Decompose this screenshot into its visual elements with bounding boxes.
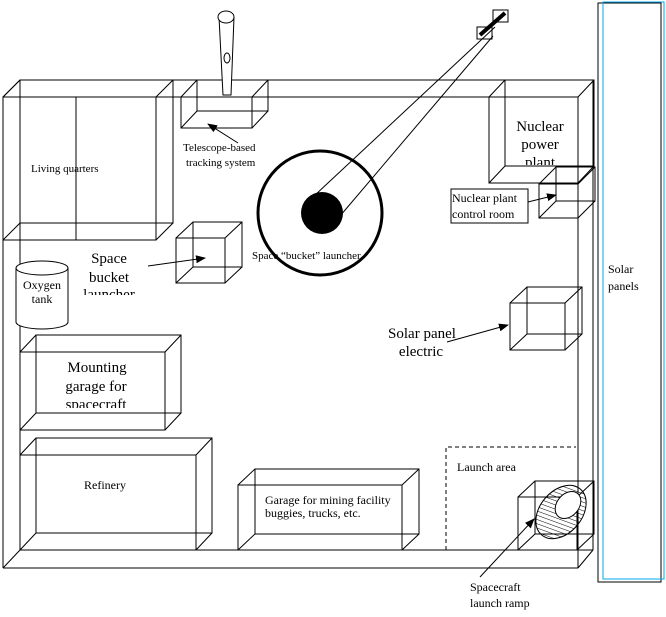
nuclear-plant-label-line2: power — [521, 137, 559, 153]
mounting-garage-label-line2: garage for — [65, 379, 126, 395]
space-bucket-label-clip: launcher — [83, 287, 135, 303]
solar-electric-box-outline — [509, 286, 583, 351]
solar-electric-label-line1: Solar panel — [388, 326, 456, 342]
living-quarters-box — [2, 79, 174, 241]
mounting-garage-box — [19, 334, 182, 431]
mounting-garage-label-line1: Mounting — [67, 360, 127, 376]
arrow-icon — [446, 323, 509, 343]
nuclear-plant-box-outline — [488, 79, 595, 184]
oxygen-tank-label-line1: Oxygen — [23, 278, 61, 292]
space-bucket-box — [175, 221, 243, 284]
launch-ramp-box — [517, 480, 595, 551]
nuclear-plant-box — [488, 79, 595, 184]
mining-garage-box — [237, 468, 420, 551]
bucket-launcher-label: Space “bucket” launcher — [252, 250, 361, 262]
mining-garage-box-outline — [237, 468, 420, 551]
launch-ramp-box-outline — [517, 480, 595, 551]
mounting-garage-label-clip: spacecraft — [66, 397, 128, 413]
telescope-label-line1: Telescope-based — [183, 142, 256, 154]
nuclear-plant-label-clip: plant — [525, 155, 556, 171]
control-room-box-outline — [538, 166, 596, 219]
solar-panels-label-line2: panels — [608, 279, 639, 293]
launch-ramp-label-line2: launch ramp — [470, 596, 530, 610]
solar-panels — [597, 1, 665, 583]
launch-ramp-icon — [535, 484, 587, 540]
control-room-label-box — [450, 188, 529, 224]
space-bucket-label-line3: launcher — [83, 287, 135, 303]
space-bucket-box-outline — [175, 221, 243, 284]
callout-arrows — [147, 123, 557, 578]
nuclear-plant-label-line1: Nuclear — [516, 119, 563, 135]
launch-area-label: Launch area — [457, 460, 517, 474]
arrow-icon — [147, 255, 206, 267]
mining-garage-label-line1: Garage for mining facility — [265, 493, 391, 507]
space-bucket-label-line1: Space — [91, 251, 127, 267]
arrow-icon — [527, 193, 557, 203]
launch-area-boundary — [445, 446, 576, 550]
control-room-box — [538, 166, 596, 219]
mining-garage-label-line2: buggies, trucks, etc. — [265, 506, 361, 520]
telescope-icon — [217, 10, 235, 96]
refinery-box — [19, 437, 213, 551]
control-room-label-line2: control room — [452, 207, 515, 221]
arrow-icon — [207, 123, 239, 144]
bucket-launcher-icon — [256, 9, 509, 277]
oxygen-tank-icon — [15, 260, 69, 330]
solar-electric-label-line2: electric — [399, 344, 443, 360]
telescope-box — [180, 79, 269, 129]
telescope-box-outline — [180, 79, 269, 129]
building-boxes — [2, 79, 596, 551]
mounting-garage-label-line3: spacecraft — [66, 397, 128, 413]
nuclear-plant-label-line3: plant — [525, 155, 556, 171]
control-room-label-line1: Nuclear plant — [452, 191, 518, 205]
refinery-box-outline — [19, 437, 213, 551]
telescope-label-line2: tracking system — [186, 157, 256, 169]
living-quarters-box-outline — [2, 79, 174, 241]
living-quarters-label: Living quarters — [31, 163, 99, 175]
solar-panels-label-line1: Solar — [608, 262, 633, 276]
space-bucket-label-line2: bucket — [89, 270, 130, 286]
oxygen-tank-label-line2: tank — [32, 292, 53, 306]
mounting-garage-box-outline — [19, 334, 182, 431]
launch-ramp-label-line1: Spacecraft — [470, 580, 521, 594]
refinery-label: Refinery — [84, 478, 126, 492]
solar-electric-box — [509, 286, 583, 351]
arrow-icon — [479, 518, 535, 578]
